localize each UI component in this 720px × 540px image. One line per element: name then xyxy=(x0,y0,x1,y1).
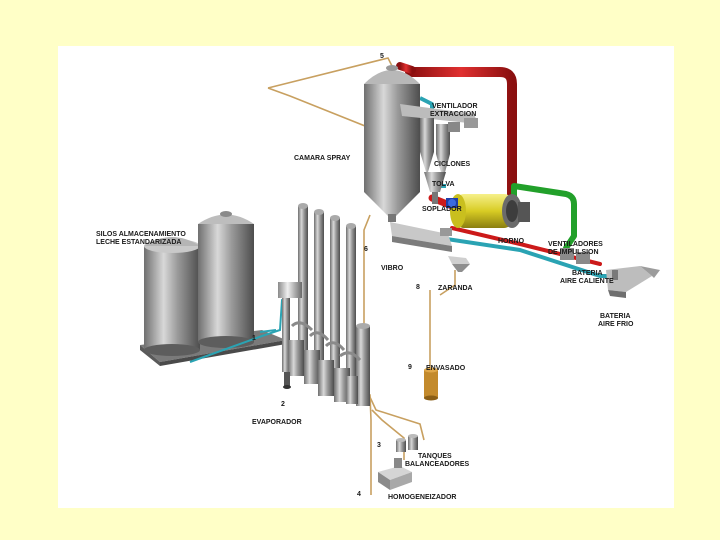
cyclones xyxy=(400,104,478,176)
impulsion-fans xyxy=(560,248,590,264)
step-number-8: 8 xyxy=(416,284,420,291)
step-numbers: 1 2 3 4 5 6 8 9 xyxy=(252,53,420,498)
step-number-1: 1 xyxy=(252,335,256,342)
blower xyxy=(446,198,458,208)
label-camara-spray: CAMARA SPRAY xyxy=(294,155,351,162)
label-tolva: TOLVA xyxy=(432,181,455,188)
label-silos-line1: SILOS ALMACENAMIENTO xyxy=(96,231,186,238)
label-ventiladores-line1: VENTILADORES xyxy=(548,241,603,248)
hopper xyxy=(424,172,446,204)
label-ventilador-line1: VENTILADOR xyxy=(432,103,478,110)
label-ventilador-line2: EXTRACCION xyxy=(430,111,476,118)
spray-chamber xyxy=(364,65,420,222)
label-evaporador: EVAPORADOR xyxy=(252,419,302,426)
air-battery-unit xyxy=(606,266,660,298)
label-soplador: SOPLADOR xyxy=(422,206,462,213)
storage-silos xyxy=(140,211,286,366)
step-number-9: 9 xyxy=(408,364,412,371)
label-horno: HORNO xyxy=(498,238,525,245)
label-vibro: VIBRO xyxy=(381,265,404,272)
label-homogeneizador: HOMOGENEIZADOR xyxy=(388,494,456,501)
furnace xyxy=(450,194,530,228)
step-number-3: 3 xyxy=(377,442,381,449)
step-number-4: 4 xyxy=(357,491,361,498)
balancing-tanks xyxy=(396,434,418,452)
label-bateria-frio-line1: BATERIA xyxy=(600,313,631,320)
diagram-labels: SILOS ALMACENAMIENTO LECHE ESTANDARIZADA… xyxy=(96,103,634,501)
label-ciclones: CICLONES xyxy=(434,161,471,168)
evaporator-unit xyxy=(278,203,370,406)
packaging-bin xyxy=(424,367,438,401)
label-bateria-caliente-line2: AIRE CALIENTE xyxy=(560,278,614,285)
label-bateria-frio-line2: AIRE FRIO xyxy=(598,321,634,328)
label-ventiladores-line2: DE IMPULSION xyxy=(548,249,599,256)
label-tanques-line1: TANQUES xyxy=(418,453,452,460)
label-envasado: ENVASADO xyxy=(426,365,466,372)
sieve xyxy=(448,256,470,272)
homogenizer xyxy=(378,458,412,490)
label-zaranda: ZARANDA xyxy=(438,285,473,292)
vibro-fluidizer xyxy=(390,222,452,252)
label-tanques-line2: BALANCEADORES xyxy=(405,461,470,468)
label-bateria-caliente-line1: BATERIA xyxy=(572,270,603,277)
step-number-2: 2 xyxy=(281,401,285,408)
impulsion-fan-duct xyxy=(511,183,577,251)
step-number-6: 6 xyxy=(364,246,368,253)
step-number-5: 5 xyxy=(380,53,384,60)
label-silos-line2: LECHE ESTANDARIZADA xyxy=(96,239,181,246)
